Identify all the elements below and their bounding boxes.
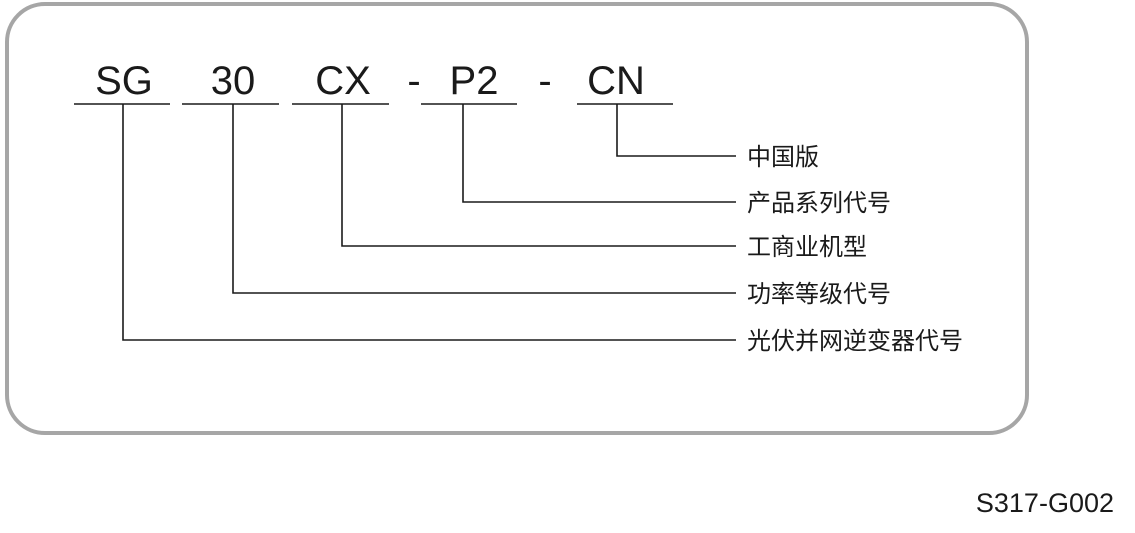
code-segment-cx: CX xyxy=(315,59,371,103)
leader-line-sg xyxy=(122,104,736,341)
code-segment-30: 30 xyxy=(211,59,256,103)
separator-1: - xyxy=(407,59,420,103)
leader-line-cx xyxy=(341,104,736,247)
description-p2: 产品系列代号 xyxy=(747,189,891,217)
code-segment-cn: CN xyxy=(587,59,645,103)
description-cn: 中国版 xyxy=(747,143,819,171)
diagram-frame xyxy=(5,2,1029,435)
code-segment-sg: SG xyxy=(95,59,153,103)
figure-id: S317-G002 xyxy=(976,488,1114,518)
leader-line-30 xyxy=(232,104,736,294)
leader-line-p2 xyxy=(462,104,736,203)
separator-2: - xyxy=(538,59,551,103)
code-segment-p2: P2 xyxy=(450,59,499,103)
leader-line-cn xyxy=(616,104,736,157)
description-30: 功率等级代号 xyxy=(747,280,891,308)
description-cx: 工商业机型 xyxy=(747,233,867,261)
description-sg: 光伏并网逆变器代号 xyxy=(747,327,963,355)
